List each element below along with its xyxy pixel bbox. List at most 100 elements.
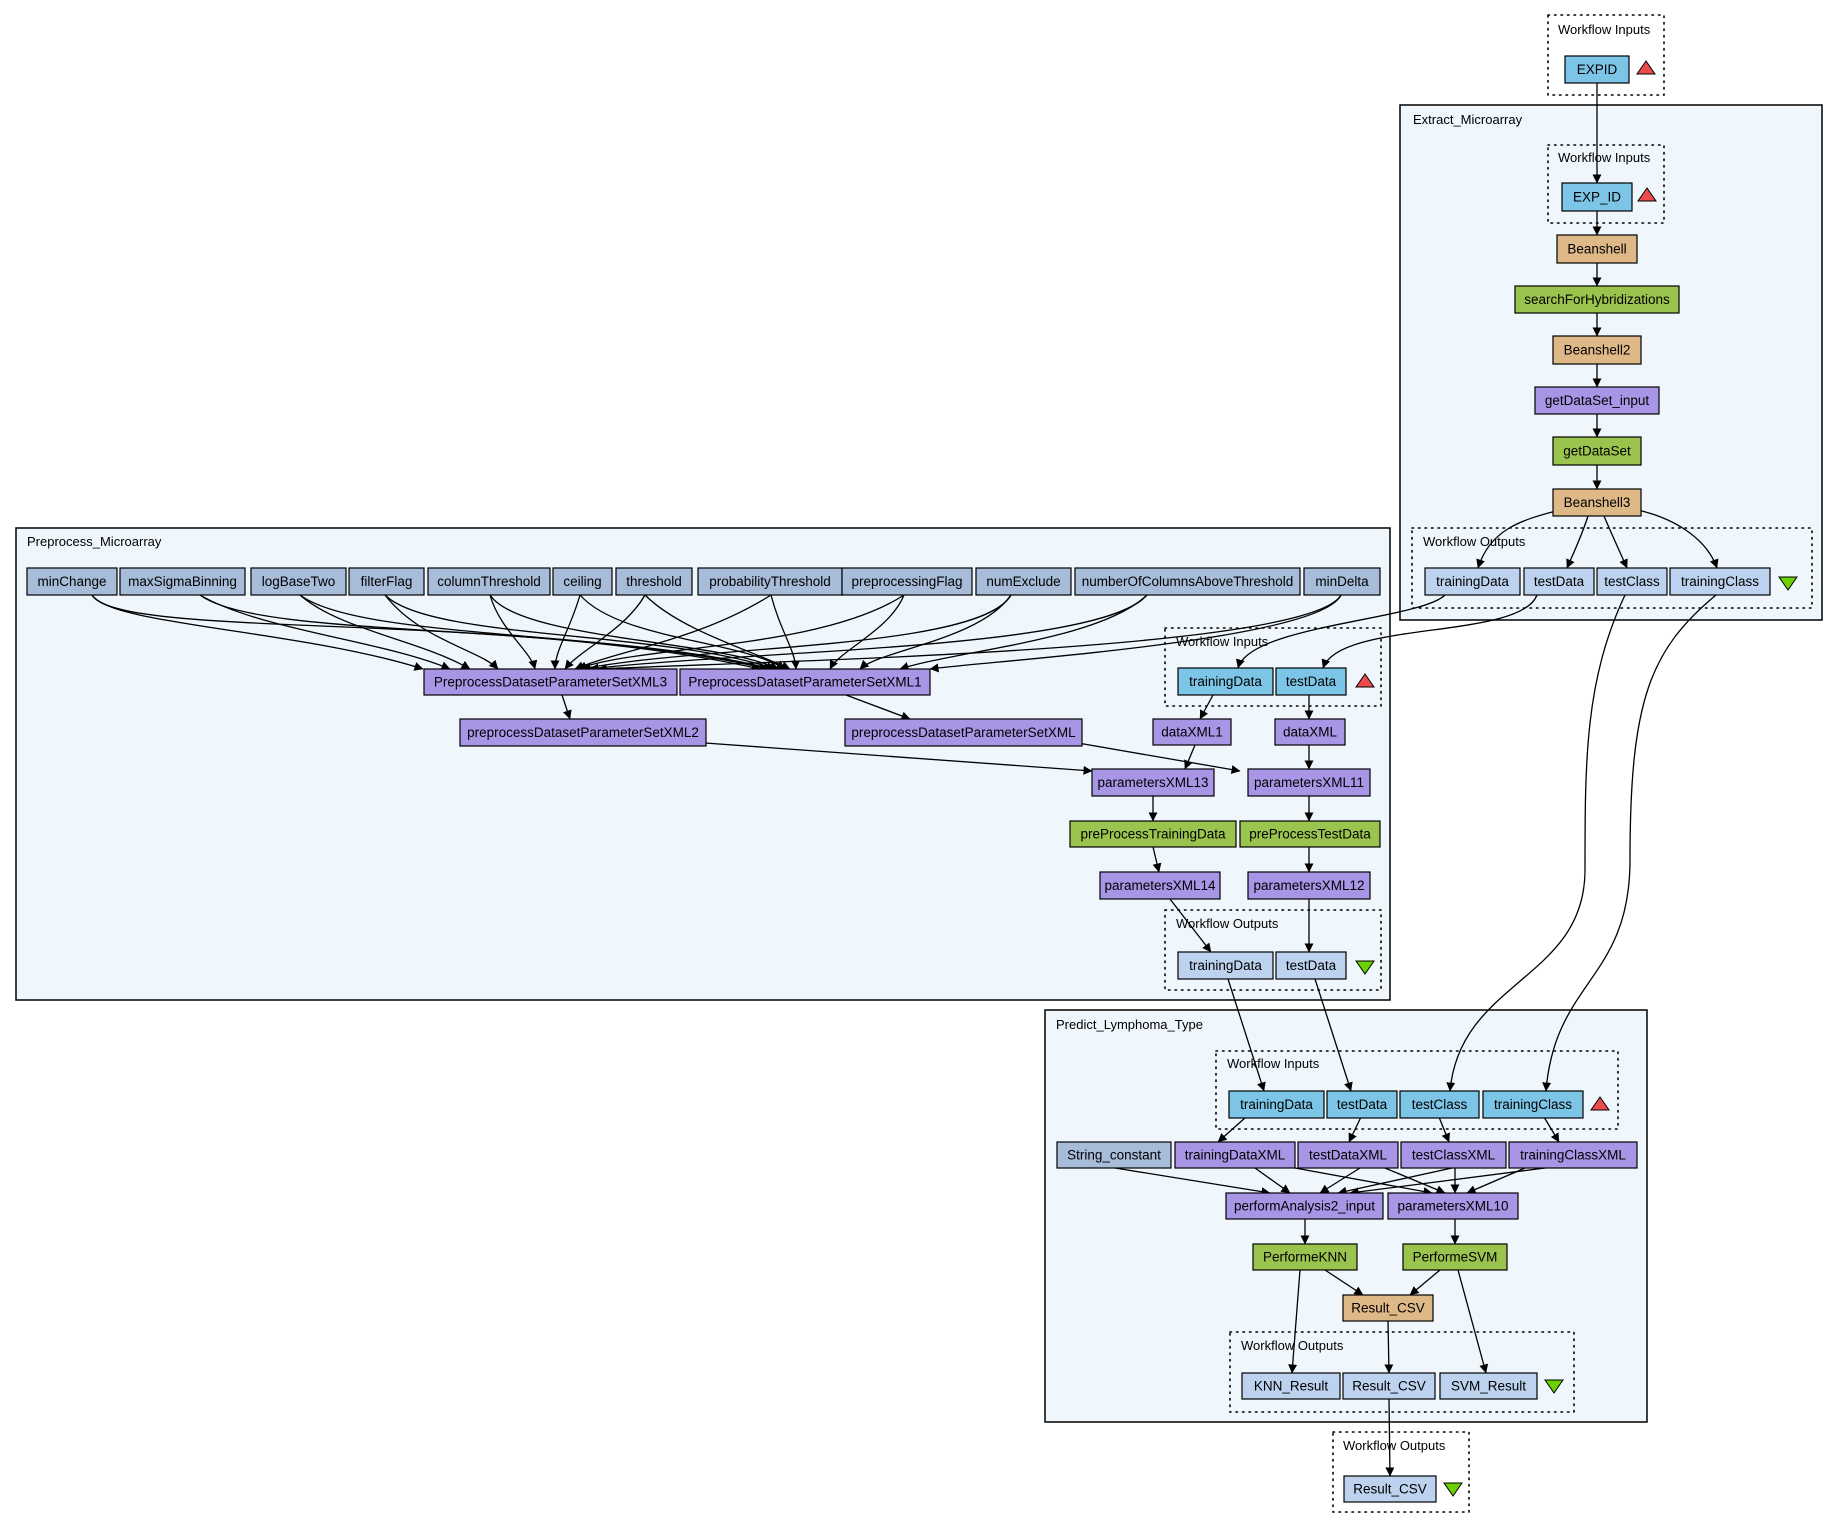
node-extract-out-training-data[interactable]: trainingData [1424, 567, 1521, 596]
node-trainingclassxml-label: trainingClassXML [1520, 1148, 1626, 1163]
node-predict-out-knn-result[interactable]: KNN_Result [1241, 1372, 1341, 1400]
node-pr-out-knn-label: KNN_Result [1254, 1379, 1329, 1394]
node-params13-label: parametersXML13 [1097, 775, 1208, 790]
node-column-threshold[interactable]: columnThreshold [427, 567, 551, 596]
node-parameters-xml10[interactable]: parametersXML10 [1387, 1192, 1519, 1220]
node-pr-out-csv-label: Result_CSV [1352, 1379, 1426, 1394]
node-logbasetwo-label: logBaseTwo [262, 574, 336, 589]
node-probability-threshold[interactable]: probabilityThreshold [697, 567, 843, 596]
node-search-for-hybridizations[interactable]: searchForHybridizations [1514, 285, 1680, 314]
node-training-data-xml[interactable]: trainingDataXML [1174, 1141, 1296, 1169]
node-test-data-xml[interactable]: testDataXML [1297, 1141, 1399, 1169]
node-data-xml[interactable]: dataXML [1274, 718, 1346, 746]
node-extract-out-training-class[interactable]: trainingClass [1669, 567, 1771, 596]
node-expid[interactable]: EXPID [1564, 55, 1630, 84]
cluster-preprocess-inputs-label: Workflow Inputs [1176, 634, 1269, 649]
node-predict-in-training-data[interactable]: trainingData [1228, 1090, 1325, 1119]
node-preprocess-dataset-parameter-set-xml1[interactable]: PreprocessDatasetParameterSetXML1 [679, 668, 931, 696]
cluster-top-inputs-label: Workflow Inputs [1558, 22, 1651, 37]
node-colthreshold-label: columnThreshold [437, 574, 541, 589]
node-parameters-xml12[interactable]: parametersXML12 [1247, 871, 1371, 900]
node-preprocessing-flag[interactable]: preprocessingFlag [841, 567, 973, 596]
node-extract-out-test-class[interactable]: testClass [1596, 567, 1668, 596]
node-pp-out-test-label: testData [1286, 958, 1337, 973]
node-num-exclude[interactable]: numExclude [975, 567, 1072, 596]
node-testclassxml-label: testClassXML [1412, 1148, 1496, 1163]
node-preprocess-dataset-parameter-set-xml3[interactable]: PreprocessDatasetParameterSetXML3 [423, 668, 678, 696]
node-parameters-xml11[interactable]: parametersXML11 [1247, 768, 1371, 797]
cluster-preprocess-label: Preprocess_Microarray [27, 534, 162, 549]
node-ppxml2-label: preprocessDatasetParameterSetXML2 [467, 725, 699, 740]
node-max-sigma-binning[interactable]: maxSigmaBinning [119, 567, 246, 596]
node-filter-flag[interactable]: filterFlag [348, 567, 425, 596]
node-preprocess-in-test-data[interactable]: testData [1275, 667, 1347, 696]
node-result-csv[interactable]: Result_CSV [1342, 1294, 1434, 1322]
node-predict-in-training-class[interactable]: trainingClass [1482, 1090, 1584, 1119]
node-data-xml1[interactable]: dataXML1 [1152, 718, 1232, 746]
node-perform-analysis2-input[interactable]: performAnalysis2_input [1225, 1192, 1384, 1220]
node-min-delta[interactable]: minDelta [1303, 567, 1381, 596]
node-extract-out-test-data[interactable]: testData [1523, 567, 1595, 596]
node-exp-id-label: EXP_ID [1573, 190, 1621, 205]
node-predict-in-test-class[interactable]: testClass [1399, 1090, 1480, 1119]
node-beanshell[interactable]: Beanshell [1556, 234, 1638, 264]
node-ceiling-label: ceiling [563, 574, 601, 589]
node-ceiling[interactable]: ceiling [552, 567, 613, 596]
node-exp-id[interactable]: EXP_ID [1561, 182, 1633, 212]
node-preprocess-test-data[interactable]: preProcessTestData [1239, 820, 1381, 848]
node-preprocess-out-training-data[interactable]: trainingData [1177, 951, 1274, 980]
output-marker-icon [1443, 1482, 1463, 1497]
node-expid-label: EXPID [1577, 62, 1618, 77]
node-training-class-xml[interactable]: trainingClassXML [1508, 1141, 1638, 1169]
node-pr-in-test-label: testData [1337, 1097, 1388, 1112]
node-extract-out-training-label: trainingData [1436, 574, 1509, 589]
cluster-predict-label: Predict_Lymphoma_Type [1056, 1017, 1203, 1032]
node-dataxml1-label: dataXML1 [1161, 725, 1223, 740]
node-log-base-two[interactable]: logBaseTwo [250, 567, 347, 596]
node-test-class-xml[interactable]: testClassXML [1400, 1141, 1507, 1169]
node-threshold[interactable]: threshold [615, 567, 693, 596]
node-performe-knn[interactable]: PerformeKNN [1252, 1243, 1358, 1271]
node-predict-in-test-data[interactable]: testData [1326, 1090, 1398, 1119]
node-getdataset-input[interactable]: getDataSet_input [1534, 386, 1660, 415]
node-params10-label: parametersXML10 [1397, 1199, 1508, 1214]
node-predict-out-result-csv[interactable]: Result_CSV [1342, 1372, 1436, 1400]
node-beanshell-label: Beanshell [1567, 242, 1626, 257]
node-top-out-result-csv[interactable]: Result_CSV [1343, 1475, 1437, 1503]
node-pp-in-training-label: trainingData [1189, 674, 1262, 689]
node-pr-out-svm-label: SVM_Result [1451, 1379, 1526, 1394]
node-parameters-xml14[interactable]: parametersXML14 [1099, 871, 1221, 900]
nodes: EXPID EXP_ID Beanshell searchForHybridiz… [26, 55, 1798, 1503]
node-ppxml1-label: PreprocessDatasetParameterSetXML1 [688, 675, 921, 690]
node-numexclude-label: numExclude [986, 574, 1060, 589]
node-getdataset[interactable]: getDataSet [1552, 436, 1642, 466]
cluster-preprocess-microarray: Preprocess_Microarray Workflow Inputs Wo… [15, 527, 1391, 1001]
node-search-hyb-label: searchForHybridizations [1524, 292, 1670, 307]
node-result-csv-label: Result_CSV [1351, 1301, 1425, 1316]
node-preprocess-dataset-parameter-set-xml[interactable]: preprocessDatasetParameterSetXML [844, 718, 1083, 747]
node-preprocess-training-data[interactable]: preProcessTrainingData [1069, 820, 1237, 848]
node-trainingdataxml-label: trainingDataXML [1185, 1148, 1286, 1163]
node-number-of-columns-above-threshold[interactable]: numberOfColumnsAboveThreshold [1074, 567, 1301, 596]
node-pr-in-testclass-label: testClass [1412, 1097, 1468, 1112]
node-performe-svm[interactable]: PerformeSVM [1402, 1243, 1508, 1271]
output-marker-icon [1355, 960, 1375, 975]
output-marker-icon [1778, 576, 1798, 591]
node-predict-out-svm-result[interactable]: SVM_Result [1439, 1372, 1538, 1400]
node-preprocess-dataset-parameter-set-xml2[interactable]: preprocessDatasetParameterSetXML2 [459, 718, 707, 747]
node-beanshell2[interactable]: Beanshell2 [1552, 335, 1642, 365]
cluster-extract-label: Extract_Microarray [1413, 112, 1523, 127]
node-preproc-training-label: preProcessTrainingData [1080, 827, 1226, 842]
node-params14-label: parametersXML14 [1104, 878, 1216, 893]
node-preprocess-in-training-data[interactable]: trainingData [1177, 667, 1274, 696]
node-probthreshold-label: probabilityThreshold [709, 574, 831, 589]
cluster-extract-outputs-label: Workflow Outputs [1423, 534, 1526, 549]
node-testdataxml-label: testDataXML [1309, 1148, 1388, 1163]
node-min-change[interactable]: minChange [26, 567, 118, 596]
node-parameters-xml13[interactable]: parametersXML13 [1091, 768, 1215, 797]
node-beanshell3[interactable]: Beanshell3 [1552, 488, 1642, 517]
node-string-constant[interactable]: String_constant [1056, 1141, 1172, 1169]
edges [91, 83, 1719, 1477]
node-preprocess-out-test-data[interactable]: testData [1275, 951, 1347, 980]
cluster-top-outputs: Workflow Outputs [1332, 1431, 1470, 1513]
